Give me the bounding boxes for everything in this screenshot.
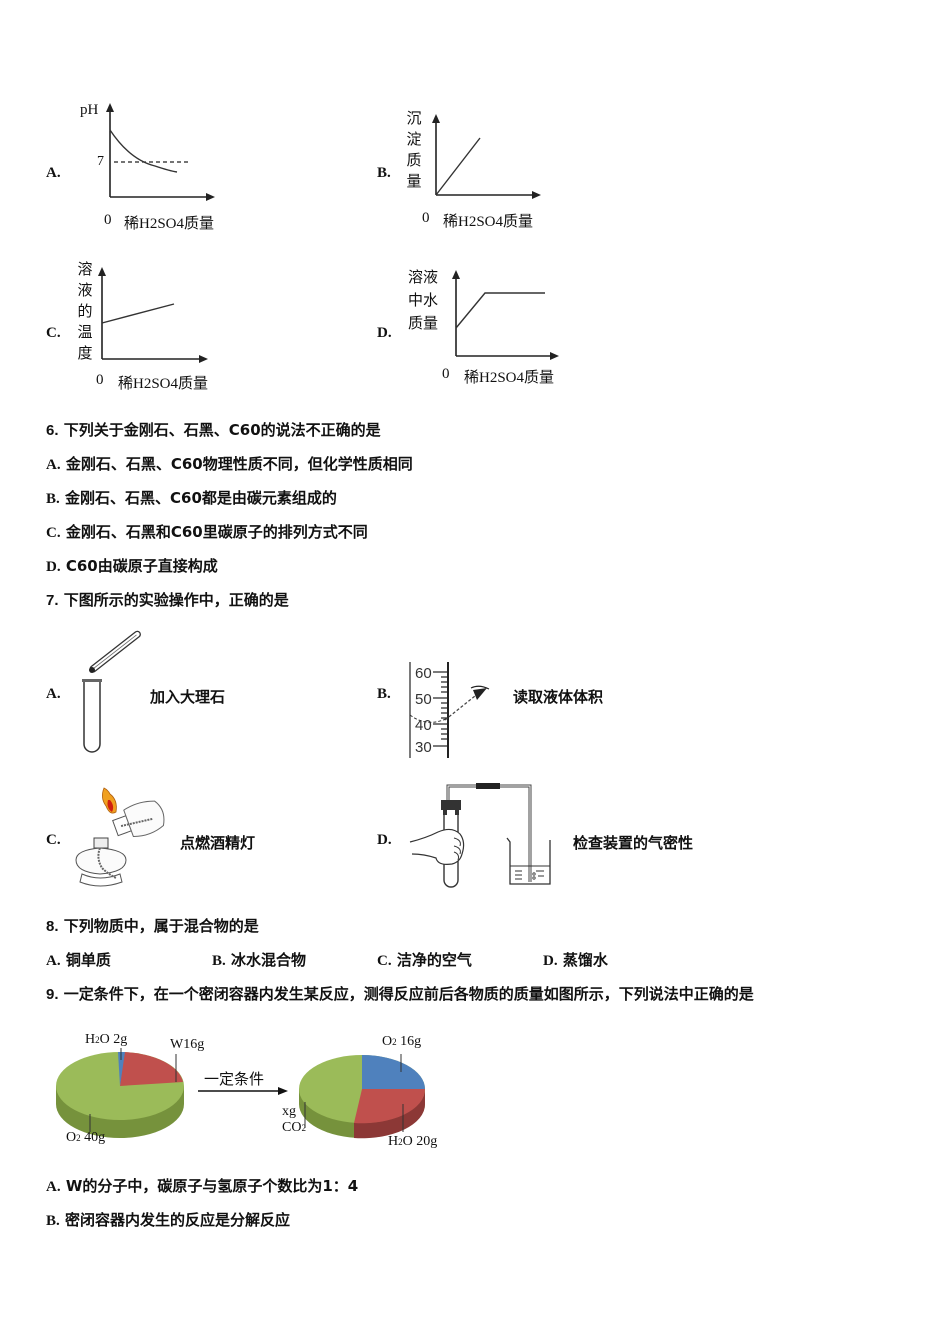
q7-stem: 7. 下图所示的实验操作中，正确的是 [46, 591, 289, 609]
alcohol-lamp-lighting-icon [75, 787, 165, 887]
pie-label-h2o-before: H2O 2g [85, 1032, 128, 1047]
y-axis-label: pH [80, 102, 99, 118]
svg-text:40: 40 [415, 717, 432, 734]
q6-option-b[interactable]: B. 金刚石、石黑、C60都是由碳元素组成的 [46, 489, 337, 507]
ph-7-marker: 7 [97, 154, 104, 169]
x-origin-label: 0 [104, 212, 112, 228]
precipitate-line-plot [432, 114, 541, 199]
q7-option-b-letter: B. [377, 686, 391, 702]
svg-text:30: 30 [415, 739, 432, 756]
x-origin-label: 0 [442, 366, 450, 382]
x-origin-label: 0 [422, 210, 430, 226]
q9-option-b[interactable]: B. 密闭容器内发生的反应是分解反应 [46, 1211, 291, 1229]
airtightness-check-icon [409, 783, 551, 888]
x-axis-label: 稀H2SO4质量 [443, 214, 534, 230]
pie-label-w-before: W16g [170, 1037, 205, 1052]
q9-option-a[interactable]: A. W的分子中，碳原子与氢原子个数比为1：4 [46, 1177, 359, 1195]
x-origin-label: 0 [96, 372, 104, 388]
q7-option-c-caption: 点燃酒精灯 [180, 834, 256, 852]
q6-option-d[interactable]: D. C60由碳原子直接构成 [46, 557, 218, 575]
pie-chart-before: H2O 2g W16g O2 40g [50, 1030, 270, 1155]
q7-option-b-caption: 读取液体体积 [513, 688, 604, 706]
q7-option-d-letter: D. [377, 832, 392, 848]
y-axis-label: 溶液中水质量 [408, 268, 439, 332]
q8-option-a[interactable]: A. 铜单质 [46, 951, 111, 969]
pie-before-graphic [56, 1048, 184, 1138]
water-mass-plot [452, 270, 559, 360]
pie-label-o2-before: O2 40g [66, 1130, 106, 1145]
q8-option-b[interactable]: B. 冰水混合物 [212, 951, 307, 969]
q6-option-a[interactable]: A. 金刚石、石黑、C60物理性质不同，但化学性质相同 [46, 455, 413, 473]
q5-option-b-letter: B. [377, 165, 391, 181]
q7-option-c-letter: C. [46, 832, 61, 848]
y-axis-label: 溶液的温度 [77, 260, 93, 362]
q6-stem: 6. 下列关于金刚石、石黑、C60的说法不正确的是 [46, 421, 381, 439]
q9-stem: 9. 一定条件下，在一个密闭容器内发生某反应，测得反应前后各物质的质量如图所示，… [46, 985, 754, 1003]
q5-option-a-letter: A. [46, 165, 61, 181]
arrow-right-icon [198, 1087, 288, 1095]
q5-option-d-letter: D. [377, 325, 392, 341]
q7-option-a-letter: A. [46, 686, 61, 702]
svg-text:60: 60 [415, 665, 432, 682]
pie-after-graphic [299, 1054, 426, 1139]
q8-stem: 8. 下列物质中，属于混合物的是 [46, 917, 259, 935]
arrow-label: 一定条件 [204, 1070, 265, 1088]
ph-curve-plot [106, 103, 215, 201]
q6-option-c[interactable]: C. 金刚石、石黑和C60里碳原子的排列方式不同 [46, 523, 368, 541]
x-axis-label: 稀H2SO4质量 [118, 376, 209, 392]
x-axis-label: 稀H2SO4质量 [464, 370, 555, 386]
q5-option-c-letter: C. [46, 325, 61, 341]
pie-label-h2o-after: H2O 20g [388, 1134, 438, 1149]
pie-label-o2-after: O2 16g [382, 1034, 422, 1049]
test-tube-tweezers-icon [82, 630, 141, 753]
svg-text:50: 50 [415, 691, 432, 708]
temperature-line-plot [98, 267, 208, 363]
graduated-cylinder-eye-icon: 60 50 40 30 [409, 662, 490, 758]
q8-option-c[interactable]: C. 洁净的空气 [377, 951, 472, 969]
x-axis-label: 稀H2SO4质量 [124, 216, 215, 232]
reaction-arrow: 一定条件 [198, 1068, 290, 1098]
q8-option-d[interactable]: D. 蒸馏水 [543, 951, 608, 969]
q7-option-d-caption: 检查装置的气密性 [573, 834, 694, 852]
q7-option-a-caption: 加入大理石 [150, 688, 226, 706]
y-axis-label: 沉淀质量 [406, 109, 422, 190]
